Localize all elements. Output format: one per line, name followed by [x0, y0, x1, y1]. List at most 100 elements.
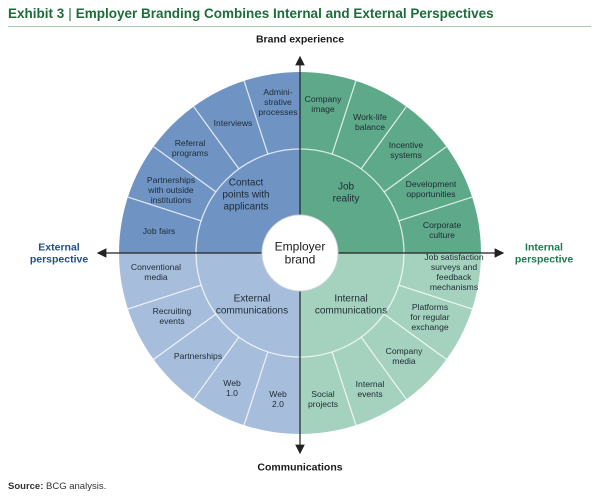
segment-label-line: with outside	[147, 185, 194, 195]
quadrant-label-internal-communications-line: Internal	[334, 294, 367, 305]
source-note: Source: BCG analysis.	[8, 481, 106, 492]
center-label-line: Employer	[275, 240, 326, 254]
segment-label-line: Social	[311, 389, 334, 399]
segment-divider	[193, 106, 240, 170]
segment-divider	[331, 351, 357, 426]
segment-divider	[360, 106, 407, 170]
segment-label-line: culture	[429, 230, 455, 240]
segment-label-line: Platforms	[412, 302, 448, 312]
segment-divider	[383, 313, 447, 360]
segment-label-line: image	[311, 104, 335, 114]
axis-label-external-perspective-line: perspective	[30, 254, 89, 266]
exhibit-title: Exhibit 3|Employer Branding Combines Int…	[8, 6, 494, 21]
segment-divider	[127, 284, 202, 310]
segment-label-line: strative	[264, 97, 292, 107]
segment-label-line: media	[392, 356, 416, 366]
segment-label-line: Admini-	[263, 87, 292, 97]
quadrant-top-left	[119, 72, 300, 253]
quadrant-label-job-reality-line: Job	[338, 182, 355, 193]
segment-label: Interviews	[214, 118, 253, 128]
quadrant-label-contact-points-line: points with	[222, 190, 269, 201]
segment-label-line: Partnerships	[147, 175, 195, 185]
segment-label-line: Corporate	[423, 220, 461, 230]
quadrant-label-job-reality-line: reality	[333, 193, 360, 204]
segment-label-line: feedback	[437, 272, 473, 282]
segment-label-line: projects	[308, 399, 338, 409]
axis-label-internal-perspective-line: perspective	[515, 254, 574, 266]
segment-label-line: Interviews	[214, 118, 253, 128]
quadrant-label-internal-communications-line: communications	[315, 305, 387, 316]
segment-label-line: Development	[406, 179, 457, 189]
axis-label-brand-experience-line: Brand experience	[256, 34, 344, 46]
segment-label-line: media	[144, 272, 168, 282]
segment-divider	[331, 80, 357, 155]
segment-label-line: balance	[355, 122, 385, 132]
center-label-line: brand	[285, 253, 316, 267]
segment-label-line: processes	[258, 107, 297, 117]
axis-label-external-perspective-line: External	[38, 242, 80, 254]
segment-label-line: for regular	[410, 312, 449, 322]
segment-label-line: Web	[269, 389, 287, 399]
axis-label-internal-perspective-line: Internal	[525, 242, 563, 254]
segment-label-line: surveys and	[431, 262, 478, 272]
segment-label-line: exchange	[411, 322, 448, 332]
segment-label-line: Conventional	[131, 262, 181, 272]
quadrant-bottom-right	[300, 253, 481, 434]
quadrant-top-right	[300, 72, 481, 253]
segment-label-line: Company	[305, 94, 342, 104]
segment-divider	[153, 146, 217, 193]
quadrant-label-external-communications-line: External	[234, 294, 271, 305]
segment-divider	[360, 336, 407, 400]
axis-label-brand-experience: Brand experience	[256, 34, 344, 46]
segment-label-line: opportunities	[406, 189, 455, 199]
segment-label-line: mechanisms	[430, 282, 478, 292]
axis-label-communications-line: Communications	[257, 462, 342, 474]
source-text: BCG analysis.	[46, 481, 107, 492]
segment-divider	[193, 336, 240, 400]
segment-label-line: systems	[390, 150, 422, 160]
title-separator: |	[68, 6, 72, 21]
segment-label-line: Internal	[356, 379, 385, 389]
segment-label-line: programs	[172, 148, 208, 158]
segment-label-line: Company	[386, 346, 423, 356]
segment-label-line: Web	[223, 378, 241, 388]
segment-label-line: Partnerships	[174, 351, 222, 361]
segment-label-line: 1.0	[226, 388, 238, 398]
quadrant-label-contact-points-line: Contact	[229, 178, 264, 189]
segment-label-line: institutions	[151, 195, 192, 205]
segment-label-line: events	[159, 316, 184, 326]
quadrant-label-contact-points-line: applicants	[223, 201, 268, 212]
segment-label-line: 2.0	[272, 399, 284, 409]
source-label: Source:	[8, 481, 44, 492]
segment-divider	[243, 351, 269, 426]
segment-divider	[153, 313, 217, 360]
segment-label-line: Job satisfaction	[424, 252, 483, 262]
segment-divider	[398, 196, 473, 222]
segment-label-line: Incentive	[389, 140, 424, 150]
segment-label: Job fairs	[143, 226, 175, 236]
segment-divider	[383, 146, 447, 193]
segment-label-line: Referral	[175, 138, 206, 148]
segment-label-line: Job fairs	[143, 226, 175, 236]
segment-divider	[127, 196, 202, 222]
